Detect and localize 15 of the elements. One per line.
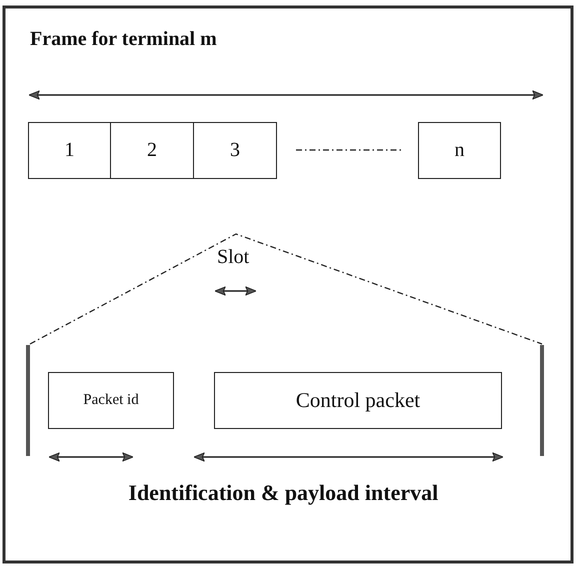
box-label: n <box>454 139 464 162</box>
slot-box <box>418 122 501 179</box>
slot-box <box>193 122 277 179</box>
field-box <box>214 372 502 429</box>
box-label: 1 <box>64 139 74 162</box>
slot-box <box>28 122 111 179</box>
field-box <box>48 372 174 429</box>
box-label: Control packet <box>296 388 420 413</box>
slot-label: Slot <box>217 246 250 269</box>
box-label: 2 <box>147 139 157 162</box>
box-label: Packet id <box>83 392 139 409</box>
slot-box <box>110 122 194 179</box>
box-label: 3 <box>230 139 240 162</box>
interval-label: Identification & payload interval <box>128 480 438 506</box>
title: Frame for terminal m <box>30 28 217 51</box>
